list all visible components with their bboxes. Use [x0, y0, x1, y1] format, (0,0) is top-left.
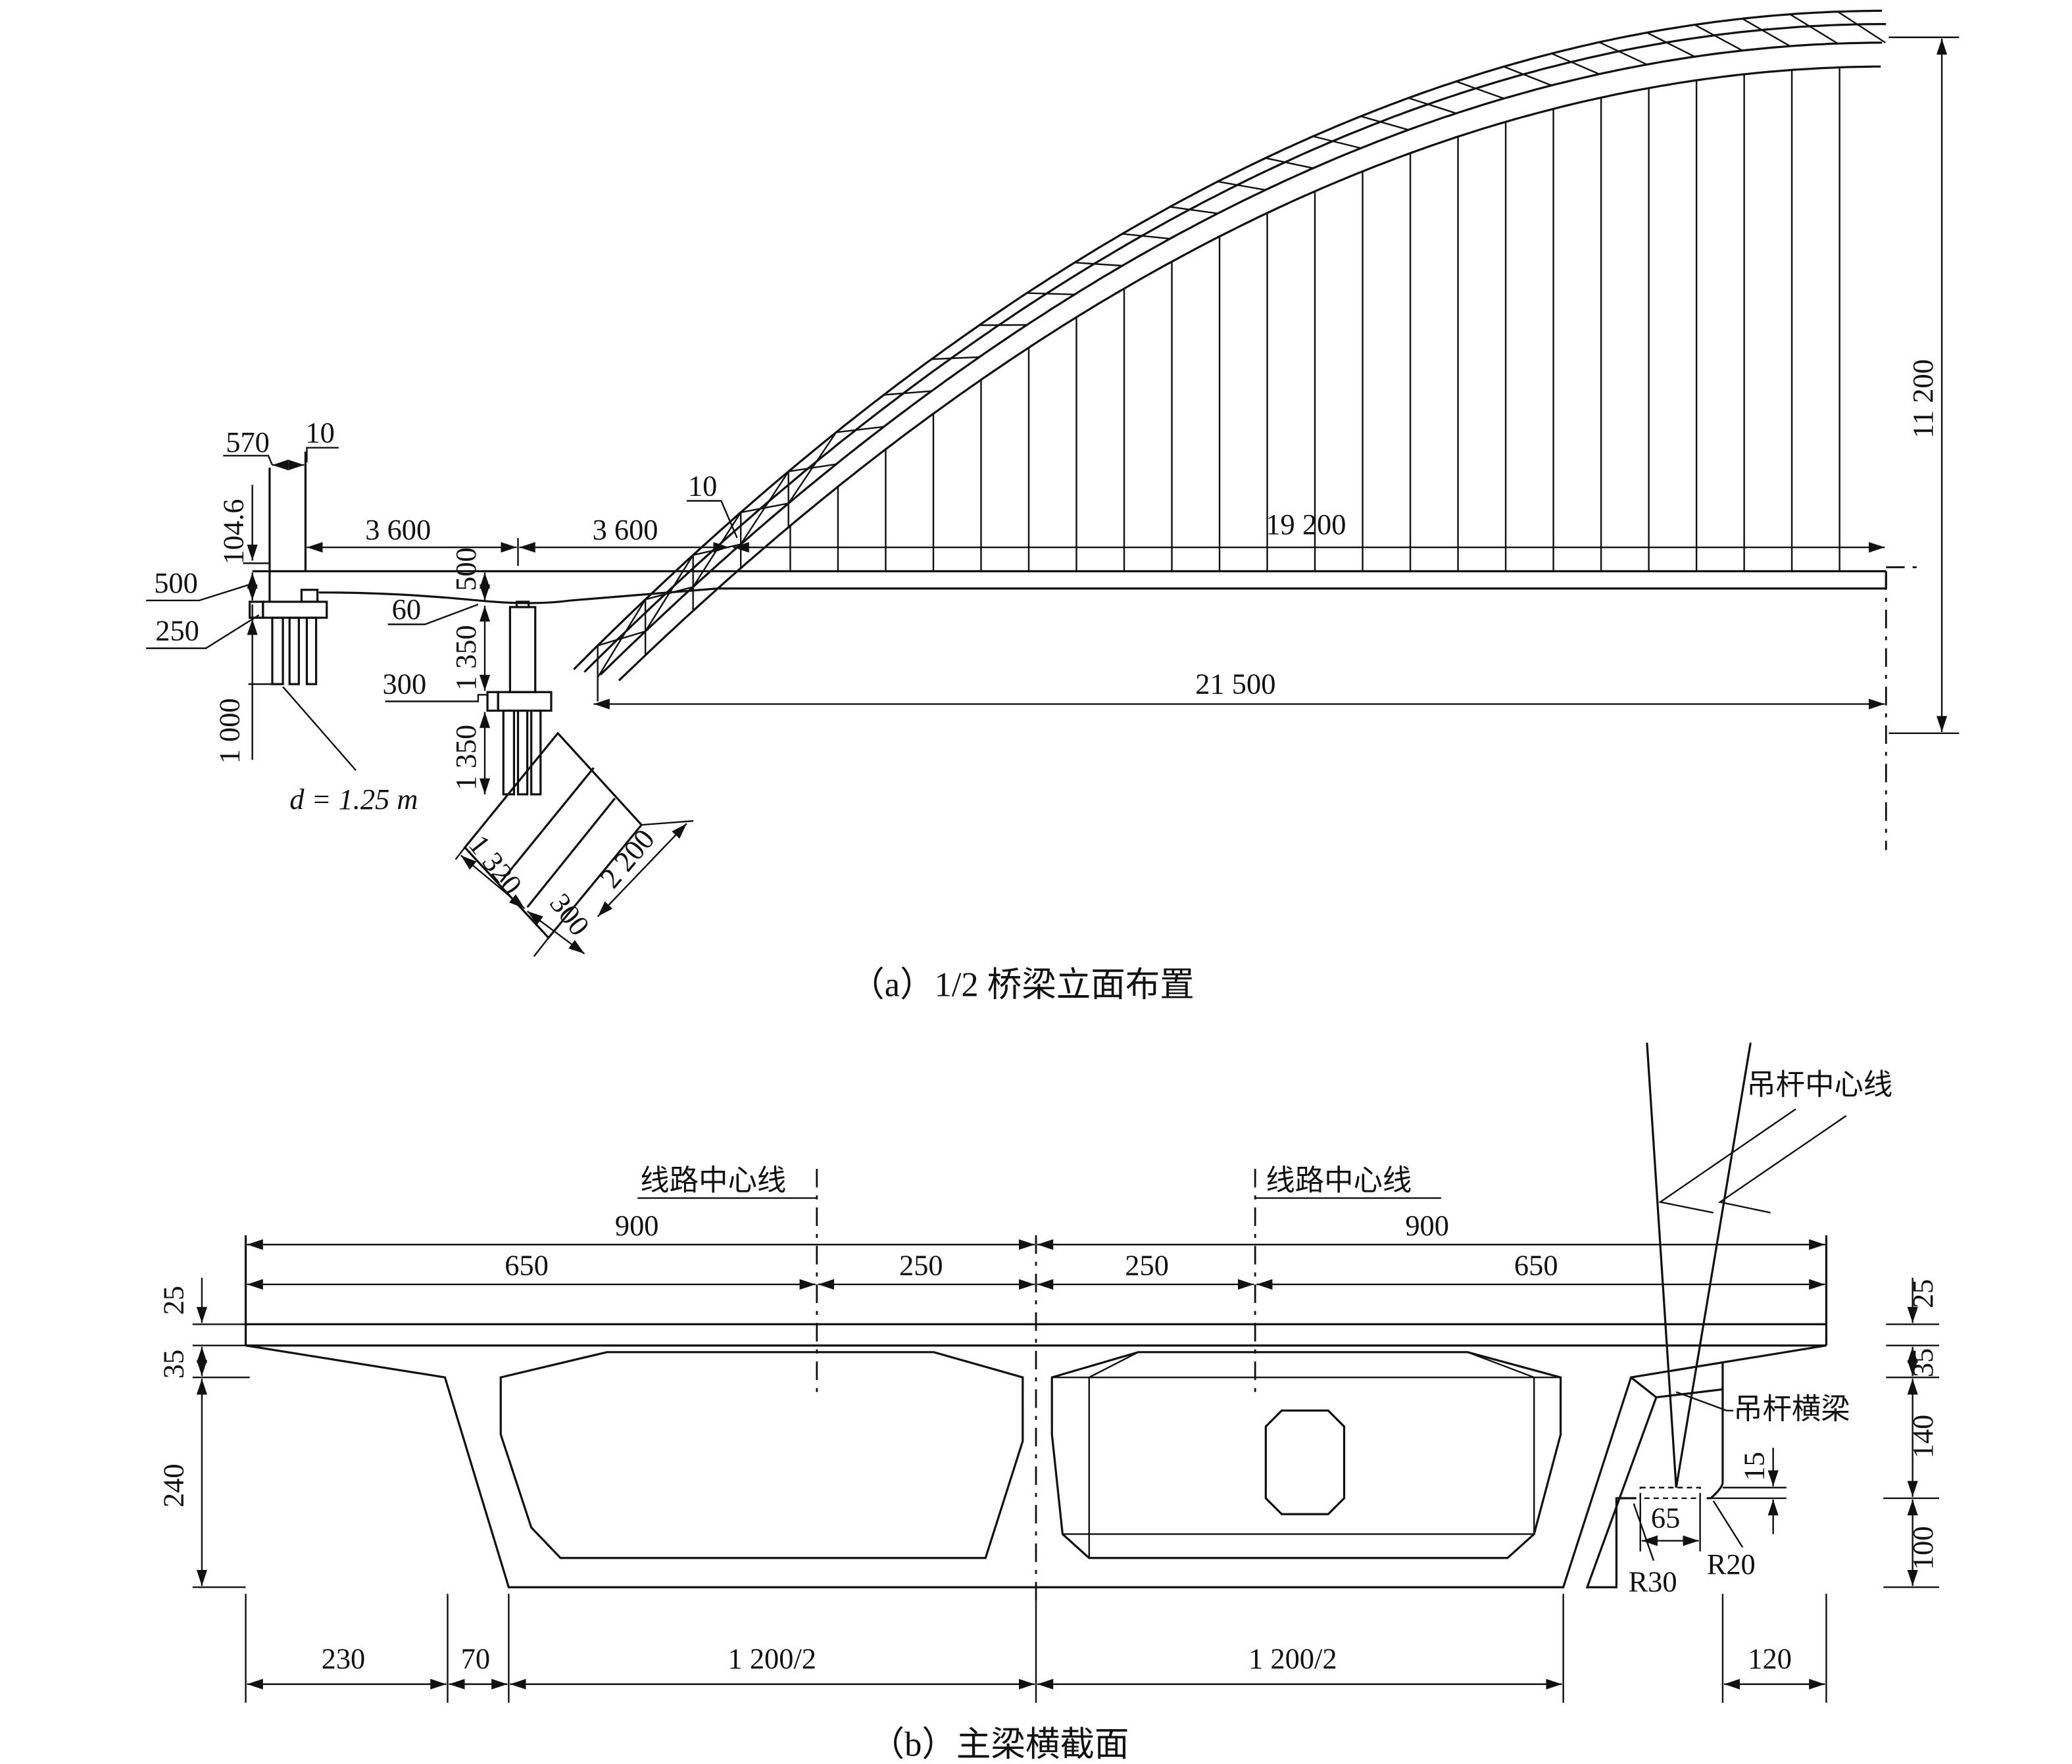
- abutment: [248, 451, 328, 685]
- brace-diagonal: [1503, 66, 1552, 87]
- dim-10-arch: 10: [688, 469, 717, 502]
- dim-11200: 11 200: [1906, 359, 1939, 438]
- right-35: 35: [1906, 1348, 1939, 1377]
- arch-chord-2: [583, 22, 1887, 673]
- brace-diagonal: [1218, 180, 1266, 191]
- hanger-line-1: [1646, 1042, 1677, 1488]
- dim-15: 15: [1738, 1452, 1771, 1481]
- brace-diagonal: [1074, 262, 1123, 267]
- brace-diagonal: [1694, 24, 1743, 51]
- brace-diagonal: [1408, 97, 1457, 114]
- dim-3600-a: 3 600: [365, 513, 431, 546]
- brace-diagonal: [1122, 233, 1170, 240]
- section-caption: （b）主梁横截面: [870, 1726, 1129, 1764]
- brace-diagonal: [1837, 11, 1887, 43]
- brace-diagonal: [1360, 115, 1409, 131]
- brace-diagonal: [1551, 53, 1600, 75]
- arch-bracing: [597, 11, 1887, 702]
- left-box-cell: [499, 1351, 1024, 1559]
- elevation-caption: （a）1/2 桥梁立面布置: [850, 966, 1195, 1004]
- dim-1350-a: 1 350: [449, 625, 482, 691]
- arch-rib: [573, 9, 1887, 681]
- right-100: 100: [1906, 1526, 1939, 1570]
- dim-65: 65: [1651, 1501, 1680, 1534]
- brace-diagonal: [979, 324, 1027, 326]
- hangers: [789, 67, 1840, 572]
- arch-chord-3: [599, 41, 1883, 676]
- brace-diagonal: [1742, 18, 1790, 47]
- dim-1000: 1 000: [212, 698, 245, 764]
- bottom-extension-lines: [245, 1594, 1827, 1703]
- bottom-230: 230: [322, 1642, 366, 1675]
- right-25: 25: [1906, 1279, 1939, 1308]
- hanger-anchor-box: [1639, 1486, 1701, 1500]
- elevation-view: 570 10 104.6 500 250 1 000 d = 1.25 m 3 …: [146, 9, 1960, 1004]
- manhole-opening: [1264, 1409, 1346, 1515]
- radius-r20: R20: [1707, 1548, 1756, 1580]
- brace-diagonal: [1312, 135, 1362, 149]
- left-35: 35: [157, 1350, 190, 1379]
- dim-650-right: 650: [1514, 1249, 1558, 1282]
- hanger-line-2: [1675, 1042, 1752, 1488]
- brace-diagonal: [836, 426, 884, 433]
- dim-250-right: 250: [1125, 1249, 1169, 1282]
- brace-diagonal: [597, 599, 647, 678]
- dim-19200: 19 200: [1266, 508, 1346, 541]
- brace-diagonal: [787, 431, 837, 504]
- dim-line-2200: [597, 823, 687, 918]
- dim-3600-b: 3 600: [593, 513, 658, 546]
- dim-60: 60: [392, 593, 421, 625]
- bottom-70: 70: [461, 1642, 490, 1675]
- brace-diagonal: [1027, 292, 1075, 295]
- track-centerline-right: 线路中心线: [1266, 1164, 1412, 1196]
- dim-250-left: 250: [899, 1249, 943, 1282]
- brace-diagonal: [1646, 32, 1695, 58]
- bottom-600-left: 1 200/2: [728, 1642, 816, 1675]
- bottom-600-right: 1 200/2: [1248, 1642, 1337, 1675]
- hanger-crossbeam-label: 吊杆横梁: [1733, 1392, 1850, 1425]
- dim-1350-b: 1 350: [449, 725, 482, 791]
- dim-21500: 21 500: [1195, 667, 1275, 700]
- dim-10-top: 10: [305, 416, 334, 449]
- brace-diagonal: [931, 356, 979, 360]
- right-140: 140: [1906, 1415, 1939, 1459]
- brace-diagonal: [1265, 157, 1314, 169]
- dim-300-cap: 300: [383, 667, 427, 700]
- arch-chord-1: [573, 9, 1883, 670]
- dim-500-left: 500: [154, 566, 198, 599]
- left-240: 240: [157, 1463, 190, 1507]
- hanger-centerline-label: 吊杆中心线: [1746, 1068, 1892, 1101]
- brace-diagonal: [1456, 80, 1504, 99]
- cross-section-view: 线路中心线 线路中心线 吊杆中心线 吊杆横梁 900 900 650 250 2…: [157, 1042, 1940, 1764]
- dim-104-6: 104.6: [217, 499, 250, 564]
- pier: [486, 600, 553, 796]
- right-box-cell: [1050, 1351, 1562, 1559]
- dim-line-300: [526, 910, 585, 955]
- dim-900-left: 900: [615, 1209, 659, 1242]
- pile-diameter: d = 1.25 m: [289, 783, 418, 816]
- radius-r30: R30: [1629, 1565, 1677, 1598]
- brace-diagonal: [883, 390, 932, 396]
- brace-diagonal: [1598, 41, 1648, 66]
- dim-650-left: 650: [505, 1249, 549, 1282]
- brace-diagonal: [1170, 206, 1218, 214]
- brace-diagonal: [1789, 13, 1838, 45]
- deck-bottom-line: [318, 587, 1887, 604]
- arch-chord-4: [618, 65, 1881, 681]
- dim-900-right: 900: [1405, 1209, 1449, 1242]
- dim-250: 250: [155, 614, 199, 647]
- dim-2200: 2 200: [593, 823, 661, 894]
- dim-570: 570: [226, 426, 270, 458]
- brace-diagonal: [740, 471, 789, 545]
- bottom-120: 120: [1748, 1642, 1792, 1675]
- dim-line-1320: [460, 854, 526, 910]
- track-centerline-left: 线路中心线: [640, 1164, 786, 1196]
- left-25: 25: [157, 1286, 190, 1315]
- dim-500-pier: 500: [449, 547, 482, 591]
